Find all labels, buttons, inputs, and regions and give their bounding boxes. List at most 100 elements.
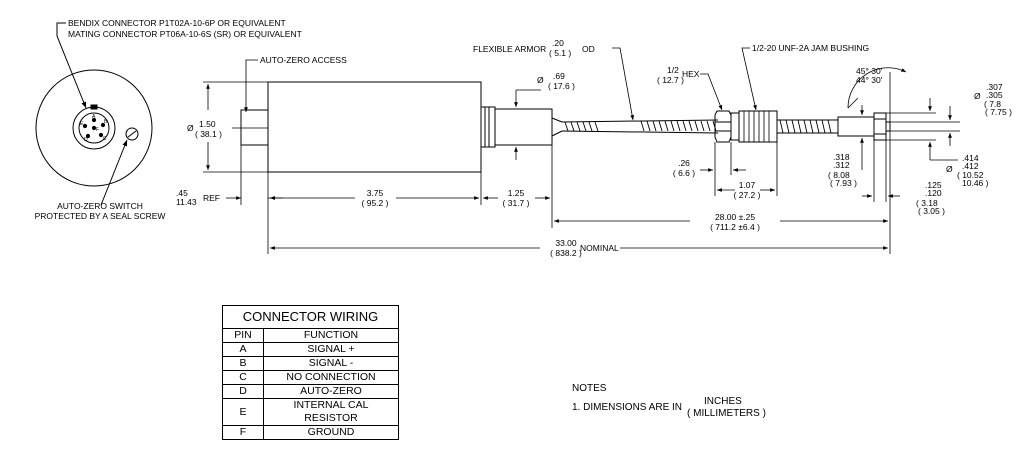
connector-label-line2: MATING CONNECTOR PT06A-10-6S (SR) OR EQU…	[68, 29, 302, 39]
connector-stub	[240, 109, 269, 146]
tip-dia-mm-min: ( 7.93 )	[830, 178, 857, 188]
hex-size-mm: ( 12.7 )	[657, 75, 684, 85]
jam-bushing-label: 1/2-20 UNF-2A JAM BUSHING	[752, 43, 869, 53]
connector-front-view	[35, 22, 153, 206]
function-cell: SIGNAL -	[263, 356, 399, 371]
connector-label-line1: BENDIX CONNECTOR P1T02A-10-6P OR EQUIVAL…	[68, 18, 286, 28]
cable-length-inches: 28.00 ±.25	[715, 212, 755, 222]
tip-flange	[873, 112, 887, 141]
body-dia-mm: ( 38.1 )	[195, 129, 222, 139]
armor-od-label: OD	[582, 44, 595, 54]
notes-unit-inches: INCHES	[704, 396, 742, 407]
auto-zero-switch-screw	[125, 127, 139, 141]
nominal-label: NOMINAL	[580, 243, 619, 253]
table-row: E INTERNAL CAL RESISTOR	[222, 398, 399, 426]
neck-dia-mm: ( 17.6 )	[548, 81, 575, 91]
bushing-length-mm: ( 27.2 )	[734, 190, 761, 200]
neck-length-inches: 1.25	[508, 188, 525, 198]
tip-dia-inches-min: .312	[833, 160, 850, 170]
end-dia-symbol: Ø	[974, 91, 981, 101]
body-length-inches: 3.75	[367, 188, 384, 198]
function-column-header: FUNCTION	[263, 328, 399, 343]
table-row: D AUTO-ZERO	[222, 384, 399, 399]
housing-outline	[35, 69, 153, 187]
notes-title: NOTES	[572, 383, 607, 394]
flange-dia-mm-max: ( 10.52	[957, 170, 984, 180]
hex-thickness-mm: ( 6.6 )	[673, 168, 695, 178]
pin-b	[100, 122, 106, 128]
drawing-labels: BENDIX CONNECTOR P1T02A-10-6P OR EQUIVAL…	[35, 18, 1013, 258]
pin-letter-d: D	[84, 137, 88, 143]
pin-letter-e: E	[80, 121, 84, 127]
end-dia-inches-min: .305	[986, 90, 1003, 100]
bushing-length-inches: 1.07	[739, 180, 756, 190]
tip-thickness-inches-min: .120	[925, 188, 942, 198]
pin-cell: D	[222, 384, 264, 399]
pin-cell: C	[222, 370, 264, 385]
tip-thickness-mm-max: ( 3.18	[916, 198, 938, 208]
transducer-side-view	[240, 81, 891, 173]
flange-dia-inches-max: .414	[962, 153, 979, 163]
flange-dia-inches-min: .412	[962, 161, 979, 171]
hex-thickness-inches: .26	[678, 158, 690, 168]
pin-e	[82, 123, 88, 129]
pin-cell: E	[222, 398, 264, 426]
body-dia-inches: 1.50	[199, 119, 216, 129]
notes-unit-millimeters: ( MILLIMETERS )	[687, 408, 766, 419]
leader-lines	[232, 47, 757, 129]
ref-inches: .45	[176, 188, 188, 198]
connector-wiring-table: CONNECTOR WIRING PIN FUNCTION A SIGNAL +…	[222, 305, 399, 440]
end-dia-inches-max: .307	[986, 82, 1003, 92]
tip-thickness-mm-min: ( 3.05 )	[918, 206, 945, 216]
table-row: F GROUND	[222, 425, 399, 440]
function-cell: GROUND	[263, 425, 399, 440]
pin-c	[98, 132, 104, 138]
table-row: B SIGNAL -	[222, 356, 399, 371]
connector-key	[90, 104, 98, 110]
probe-tip	[837, 116, 875, 137]
pin-a	[91, 117, 97, 123]
hex-label: HEX	[682, 69, 700, 79]
pin-letter-f: F	[96, 127, 99, 133]
notes-line-1: 1. DIMENSIONS ARE IN	[572, 402, 683, 413]
armor-od-inches: .20	[552, 38, 564, 48]
angle-min: 44° 30'	[856, 75, 883, 85]
ref-mm: 11.43	[176, 197, 197, 207]
flange-dia-symbol: Ø	[946, 164, 953, 174]
neck	[494, 108, 553, 146]
function-cell: SIGNAL +	[263, 342, 399, 357]
body-length-mm: ( 95.2 )	[362, 198, 389, 208]
pin-cell: B	[222, 356, 264, 371]
pin-cell: F	[222, 425, 264, 440]
jam-bushing	[738, 110, 778, 143]
connector-insert	[78, 112, 110, 144]
end-dia-mm-max: ( 7.8	[984, 99, 1001, 109]
hex-nut	[714, 110, 732, 143]
pin-letter-b: B	[104, 119, 108, 125]
overall-length-inches: 33.00	[555, 238, 577, 248]
tip-dia-inches-max: .318	[833, 152, 850, 162]
armor-od-mm: ( 5.1 )	[549, 48, 571, 58]
neck-dia-symbol: Ø	[537, 75, 544, 85]
pin-d	[85, 133, 91, 139]
hex-size-inches: 1/2	[667, 65, 679, 75]
pin-column-header: PIN	[222, 328, 264, 343]
table-row: C NO CONNECTION	[222, 370, 399, 385]
tip-thickness-inches-max: .125	[925, 180, 942, 190]
function-cell: INTERNAL CAL RESISTOR	[263, 398, 399, 426]
switch-label-line2: PROTECTED BY A SEAL SCREW	[35, 211, 166, 221]
end-dia-mm-min: ( 7.75 )	[985, 107, 1012, 117]
function-cell: AUTO-ZERO	[263, 384, 399, 399]
tip-face	[885, 121, 891, 132]
pin-letter-c: C	[103, 136, 107, 142]
overall-length-mm: ( 838.2 )	[550, 248, 582, 258]
pin-f	[91, 125, 97, 131]
pin-cell: A	[222, 342, 264, 357]
tip-dia-mm-max: ( 8.08	[828, 170, 850, 180]
dimension-lines	[203, 67, 960, 254]
flange-dia-mm-min: 10.46 )	[962, 178, 989, 188]
function-cell: NO CONNECTION	[263, 370, 399, 385]
auto-zero-access-label: AUTO-ZERO ACCESS	[260, 55, 347, 65]
ref-label: REF	[203, 193, 220, 203]
